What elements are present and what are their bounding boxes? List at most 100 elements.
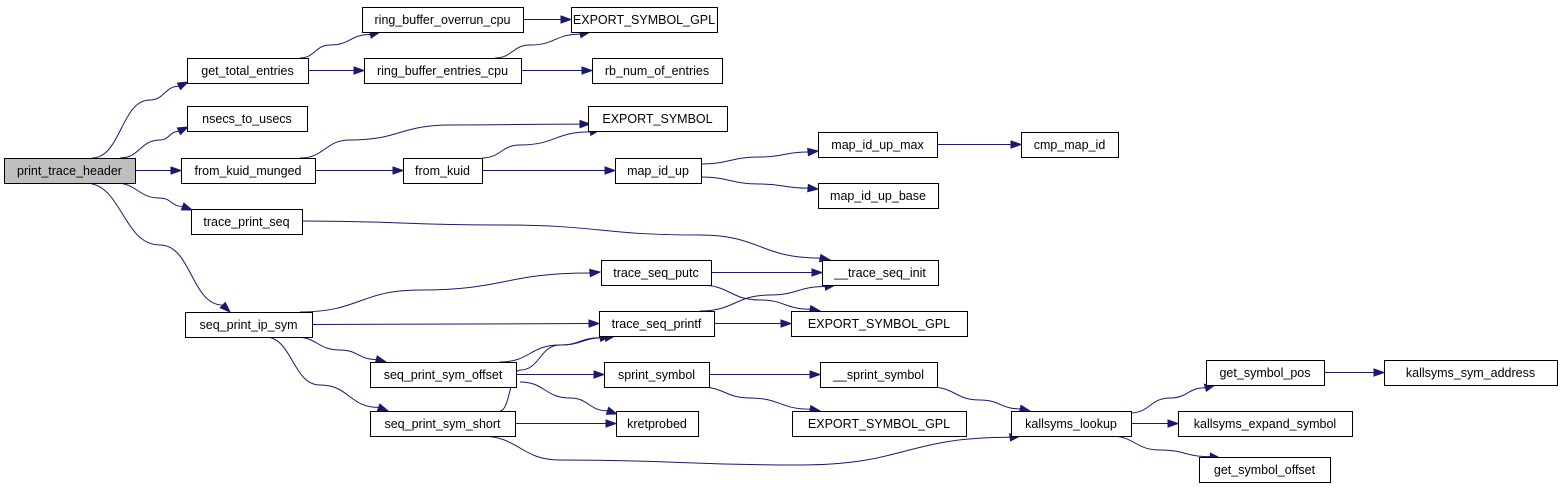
node-box — [364, 58, 522, 84]
arrowhead-print_trace_header>seq_print_ip_sym — [219, 301, 232, 314]
node-seq_print_sym_short[interactable]: seq_print_sym_short — [370, 411, 516, 437]
arrowhead-map_id_up>map_id_up_max — [807, 147, 820, 157]
edge-print_trace_header-to-nsecs_to_usecs — [119, 130, 179, 159]
node-map_id_up_base[interactable]: map_id_up_base — [818, 183, 939, 209]
node-box — [599, 311, 715, 337]
node-box — [1199, 457, 1331, 483]
arrowhead-print_trace_header>get_total_entries — [176, 81, 190, 91]
edge-seq_print_ip_sym-to-seq_print_sym_short — [264, 336, 379, 408]
node-nsecs_to_usecs[interactable]: nsecs_to_usecs — [187, 106, 308, 132]
arrowhead-map_id_up>map_id_up_base — [807, 183, 820, 193]
node-trace_seq_printf[interactable]: trace_seq_printf — [599, 311, 715, 337]
edge-seq_print_ip_sym-to-trace_seq_putc — [299, 272, 591, 313]
node-label: sprint_symbol — [618, 368, 695, 382]
node-map_id_up[interactable]: map_id_up — [615, 158, 702, 184]
node-label: kallsyms_sym_address — [1406, 366, 1535, 380]
node-cmp_map_id[interactable]: cmp_map_id — [1021, 132, 1119, 158]
node-box — [588, 106, 728, 132]
node-box — [1011, 411, 1132, 437]
node-trace_seq_putc[interactable]: trace_seq_putc — [601, 260, 712, 286]
edge-map_id_up-to-map_id_up_max — [699, 151, 809, 165]
arrowhead-trace_seq_putc>trace_seq_init — [811, 268, 824, 277]
arrowhead-seq_print_sym_offset>sprint_symbol — [593, 370, 606, 379]
node-from_kuid[interactable]: from_kuid — [403, 158, 483, 184]
node-get_total_entries[interactable]: get_total_entries — [187, 58, 309, 84]
node-seq_print_sym_offset[interactable]: seq_print_sym_offset — [370, 362, 517, 388]
node-box — [822, 260, 939, 286]
edge-get_total_entries-to-ring_buffer_overrun_cpu — [299, 34, 371, 59]
node-ring_buffer_overrun_cpu[interactable]: ring_buffer_overrun_cpu — [362, 7, 524, 33]
node-box — [571, 7, 718, 33]
node-label: kallsyms_lookup — [1025, 417, 1117, 431]
node-label: kretprobed — [627, 417, 687, 431]
node-label: nsecs_to_usecs — [202, 112, 292, 126]
node-export_symbol_gpl_2[interactable]: EXPORT_SYMBOL_GPL — [791, 311, 968, 337]
node-label: seq_print_sym_short — [384, 417, 501, 431]
nodes-layer: print_trace_header get_total_entriesnsecs… — [4, 7, 1558, 483]
node-label: EXPORT_SYMBOL_GPL — [808, 317, 950, 331]
arrowhead-seq_print_ip_sym>trace_seq_printf — [588, 319, 601, 328]
node-label: get_total_entries — [201, 64, 293, 78]
node-from_kuid_munged[interactable]: from_kuid_munged — [181, 158, 316, 184]
node-label: EXPORT_SYMBOL — [602, 112, 712, 126]
node-label: kallsyms_expand_symbol — [1194, 417, 1336, 431]
node-kallsyms_lookup[interactable]: kallsyms_lookup — [1011, 411, 1132, 437]
node-label: from_kuid_munged — [194, 164, 301, 178]
node-box — [1384, 360, 1558, 386]
node-label: trace_seq_putc — [613, 266, 698, 280]
edge-ring_buffer_entries_cpu-to-export_symbol_gpl_1 — [494, 33, 581, 59]
node-box — [791, 311, 968, 337]
node-label: EXPORT_SYMBOL_GPL — [808, 417, 950, 431]
edge-trace_seq_printf-to-trace_seq_init — [699, 286, 826, 312]
node-kretprobed[interactable]: kretprobed — [616, 411, 699, 437]
node-box — [191, 209, 303, 235]
edge-print_trace_header-to-get_total_entries — [91, 85, 179, 159]
arrowhead-seq_print_ip_sym>seq_print_sym_short — [376, 403, 390, 412]
node-ring_buffer_entries_cpu[interactable]: ring_buffer_entries_cpu — [364, 58, 522, 84]
node-export_symbol[interactable]: EXPORT_SYMBOL — [588, 106, 728, 132]
node-get_symbol_offset[interactable]: get_symbol_offset — [1199, 457, 1331, 483]
node-box — [370, 411, 516, 437]
node-box — [818, 183, 939, 209]
arrowhead-sprint_symbol>sprint_symbol_internal — [809, 370, 822, 379]
node-print_trace_header[interactable]: print_trace_header — [4, 158, 136, 184]
arrowhead-print_trace_header>from_kuid_munged — [170, 166, 183, 175]
node-label: map_id_up_max — [831, 138, 924, 152]
node-label: __sprint_symbol — [832, 368, 924, 382]
node-export_symbol_gpl_3[interactable]: EXPORT_SYMBOL_GPL — [792, 411, 967, 437]
node-sprint_symbol_internal[interactable]: __sprint_symbol — [820, 362, 938, 388]
arrowhead-seq_print_ip_sym>seq_print_sym_offset — [374, 355, 388, 364]
node-sprint_symbol[interactable]: sprint_symbol — [604, 362, 710, 388]
node-label: trace_print_seq — [203, 215, 289, 229]
node-export_symbol_gpl_1[interactable]: EXPORT_SYMBOL_GPL — [571, 7, 718, 33]
node-box — [185, 312, 313, 338]
node-rb_num_of_entries[interactable]: rb_num_of_entries — [592, 58, 723, 84]
edge-seq_print_ip_sym-to-seq_print_sym_offset — [294, 336, 377, 360]
edge-from_kuid-to-export_symbol — [481, 131, 591, 159]
node-label: from_kuid — [415, 164, 470, 178]
arrowhead-seq_print_ip_sym>trace_seq_putc — [589, 268, 602, 278]
node-label: trace_seq_printf — [612, 317, 702, 331]
node-seq_print_ip_sym[interactable]: seq_print_ip_sym — [185, 312, 313, 338]
arrowhead-ring_buffer_entries_cpu>rb_num_of_entries — [581, 66, 594, 75]
node-box — [1021, 132, 1119, 158]
arrowhead-from_kuid>map_id_up — [604, 166, 617, 175]
arrowhead-seq_print_sym_short>kretprobed — [605, 419, 618, 428]
node-box — [616, 411, 699, 437]
node-get_symbol_pos[interactable]: get_symbol_pos — [1206, 360, 1325, 386]
node-kallsyms_expand_symbol[interactable]: kallsyms_expand_symbol — [1178, 411, 1353, 437]
node-box — [187, 106, 308, 132]
edge-kallsyms_lookup-to-get_symbol_offset — [1109, 435, 1211, 458]
edge-sprint_symbol-to-export_symbol_gpl_3 — [699, 386, 811, 410]
node-trace_seq_init[interactable]: __trace_seq_init — [822, 260, 939, 286]
node-map_id_up_max[interactable]: map_id_up_max — [818, 132, 938, 158]
node-label: map_id_up — [627, 164, 689, 178]
node-label: seq_print_sym_offset — [384, 368, 503, 382]
edge-print_trace_header-to-seq_print_ip_sym — [84, 182, 223, 306]
edge-trace_seq_putc-to-export_symbol_gpl_2 — [699, 284, 811, 310]
node-kallsyms_sym_address[interactable]: kallsyms_sym_address — [1384, 360, 1558, 386]
arrowhead-ring_buffer_overrun_cpu>export_symbol_gpl_1 — [560, 15, 573, 24]
node-trace_print_seq[interactable]: trace_print_seq — [191, 209, 303, 235]
edge-seq_print_sym_short-to-kallsyms_lookup — [479, 435, 1011, 466]
